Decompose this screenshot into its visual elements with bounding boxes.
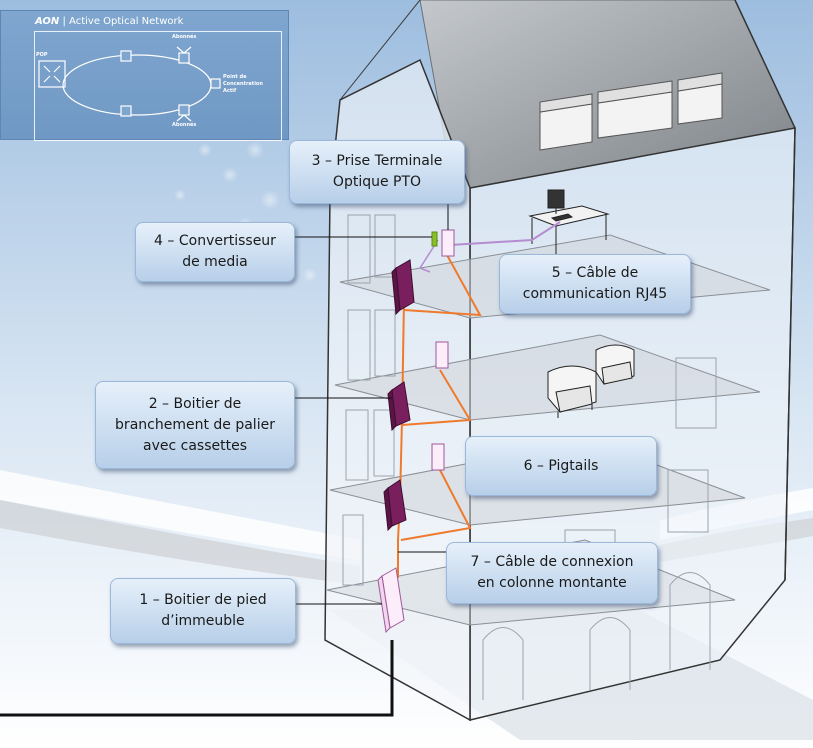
aon-abonnes-top-label: Abonnés — [172, 34, 197, 40]
aon-inset-panel: AON | Active Optical Network POP Abonnés… — [0, 10, 289, 141]
callout-rj45-cable: 5 – Câble de communication RJ45 — [499, 254, 691, 314]
callout-landing-box-line3: avec cassettes — [143, 437, 247, 454]
incoming-fiber-cable — [0, 640, 394, 717]
callout-pto-line1: 3 – Prise Terminale — [311, 153, 443, 169]
optical-outlets — [431, 229, 455, 471]
callout-rj45-line1: 5 – Câble de — [551, 265, 639, 281]
aon-network-diagram — [38, 46, 221, 122]
callout-foot-box-line1: 1 – Boitier de pied — [139, 592, 267, 608]
aon-concentration-label-3: Actif — [223, 88, 237, 94]
callout-riser-cable: 7 – Câble de connexion en colonne montan… — [446, 542, 658, 604]
rj45-cable — [449, 221, 561, 246]
media-converter — [431, 231, 438, 247]
landing-boxes — [383, 259, 415, 532]
building-foot-box — [377, 567, 405, 634]
aon-pop-label: POP — [36, 52, 48, 58]
callout-pto-line2: Optique PTO — [332, 174, 422, 190]
callout-media-converter: 4 – Convertisseur de media — [135, 222, 295, 282]
aon-concentration-label-2: Concentration — [223, 81, 263, 87]
callout-landing-box-line1: 2 – Boitier de — [148, 395, 242, 412]
callout-foot-box-line2: d’immeuble — [161, 613, 245, 629]
callout-foot-box: 1 – Boitier de pied d’immeuble — [110, 578, 296, 644]
aon-concentration-label-1: Point de — [223, 74, 247, 80]
callout-landing-box-line2: branchement de palier — [115, 416, 275, 433]
callout-riser-cable-line2: en colonne montante — [477, 575, 627, 591]
callout-pigtails: 6 – Pigtails — [465, 436, 657, 496]
callout-riser-cable-line1: 7 – Câble de connexion — [470, 554, 634, 570]
aon-title: AON | Active Optical Network — [35, 16, 183, 30]
callout-pigtails-line1: 6 – Pigtails — [523, 457, 599, 474]
callout-pto: 3 – Prise Terminale Optique PTO — [289, 140, 465, 204]
callout-media-converter-line2: de media — [182, 254, 248, 270]
aon-title-abbrev: AON — [35, 16, 60, 27]
callout-landing-box: 2 – Boitier de branchement de palier ave… — [95, 381, 295, 469]
facade-windows — [342, 214, 717, 700]
aon-title-text: | Active Optical Network — [62, 16, 184, 27]
leader-lines — [295, 203, 449, 605]
armchairs — [547, 344, 635, 418]
aon-abonnes-bottom-label: Abonnés — [172, 122, 197, 128]
callout-media-converter-line1: 4 – Convertisseur — [154, 233, 276, 249]
aon-diagram-frame — [34, 31, 282, 141]
roof-dormers — [539, 72, 723, 151]
callout-rj45-line2: communication RJ45 — [522, 286, 668, 302]
